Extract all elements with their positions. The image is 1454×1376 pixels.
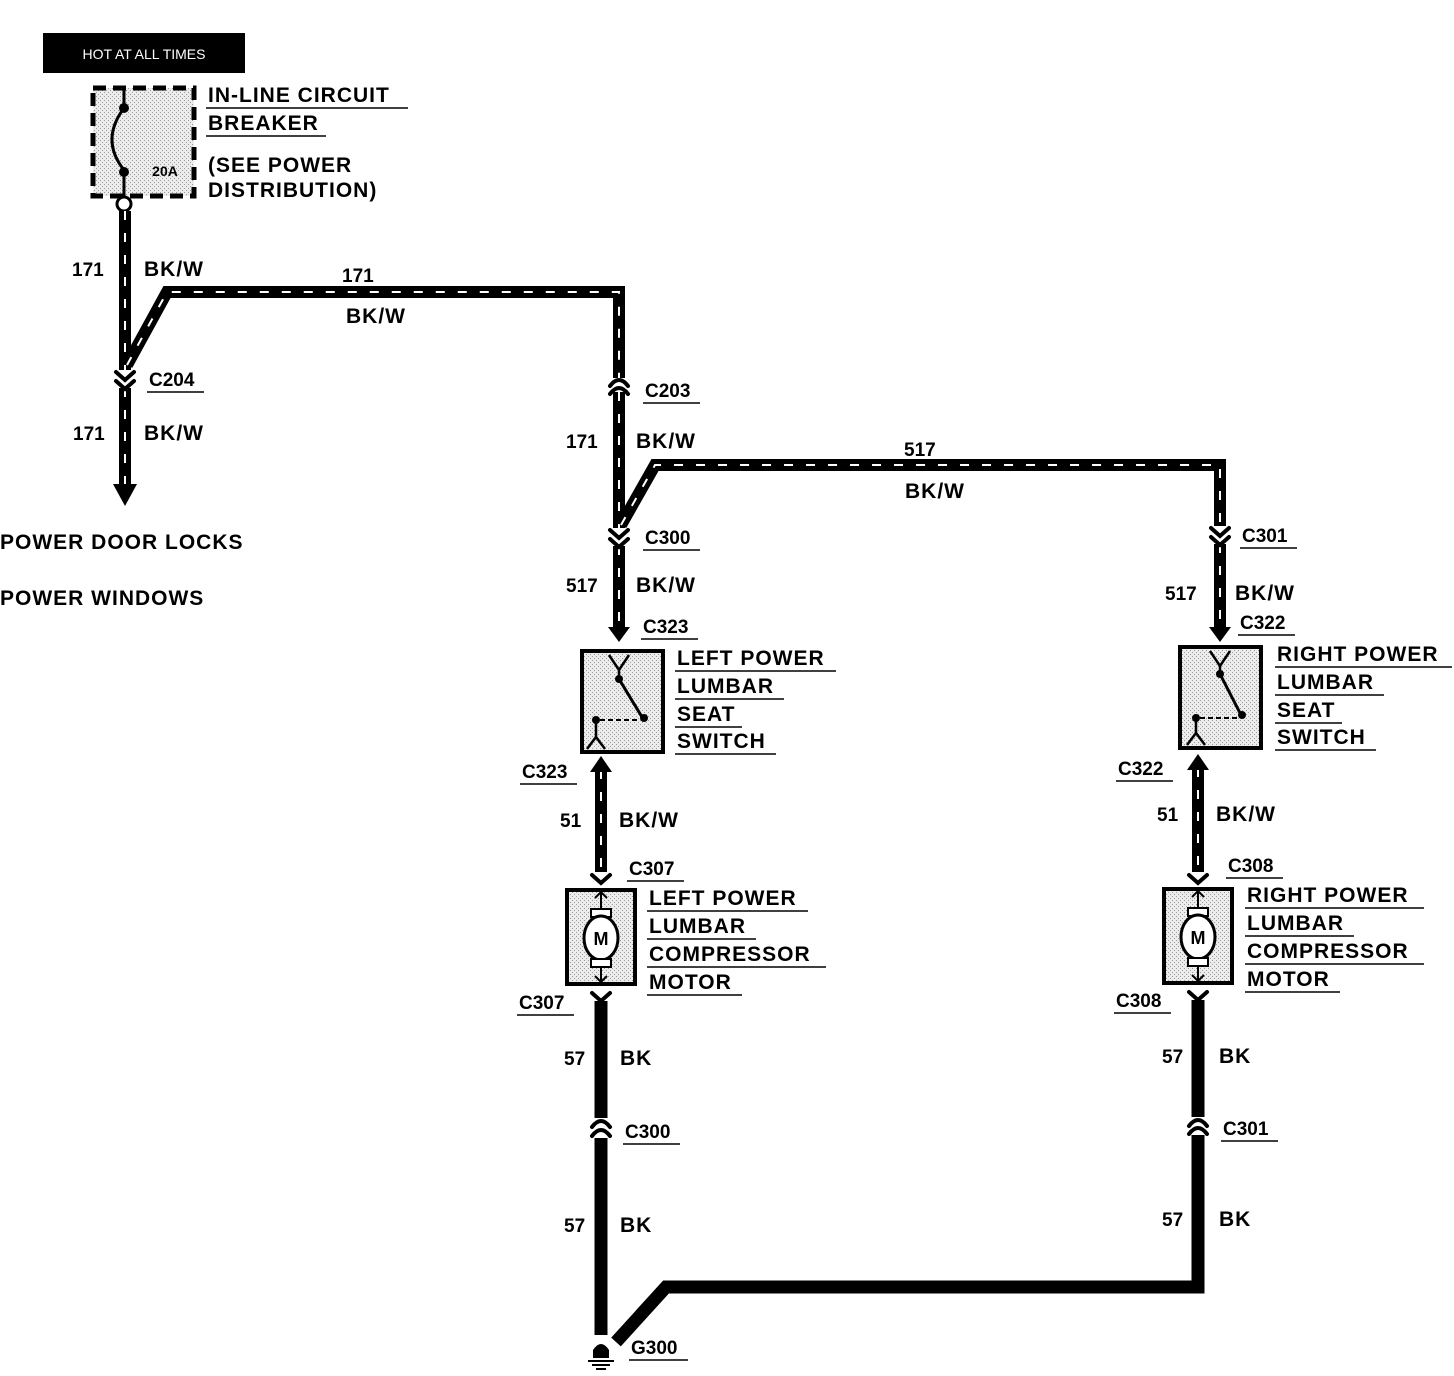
svg-text:171: 171	[73, 424, 105, 445]
svg-text:C204: C204	[149, 370, 195, 391]
right-lumbar-seat-switch	[1178, 645, 1263, 750]
motor-symbol-left: M	[594, 929, 609, 949]
svg-text:517: 517	[1165, 584, 1197, 605]
svg-text:HOT AT ALL TIMES: HOT AT ALL TIMES	[83, 46, 206, 62]
bkw-wires	[119, 211, 1226, 872]
wire-labels: 171 BK/W 171 BK/W 171 BK/W 171 BK/W 517 …	[72, 258, 1295, 1237]
svg-text:RIGHT POWER: RIGHT POWER	[1247, 884, 1409, 907]
svg-text:C307: C307	[519, 993, 564, 1014]
svg-text:SWITCH: SWITCH	[1277, 726, 1366, 749]
svg-text:BK: BK	[620, 1047, 652, 1070]
right-motor-label: RIGHT POWER LUMBAR COMPRESSOR MOTOR	[1245, 884, 1424, 993]
svg-text:C323: C323	[643, 617, 688, 638]
svg-text:BK/W: BK/W	[636, 574, 696, 597]
ground-symbol	[588, 1344, 614, 1370]
svg-text:BK/W: BK/W	[636, 430, 696, 453]
svg-text:57: 57	[1162, 1210, 1183, 1231]
svg-text:SEAT: SEAT	[677, 703, 735, 726]
connector-symbols	[114, 370, 1231, 1138]
svg-text:BK/W: BK/W	[619, 809, 679, 832]
svg-text:C301: C301	[1242, 526, 1288, 547]
svg-text:MOTOR: MOTOR	[1247, 968, 1330, 991]
svg-text:BK/W: BK/W	[144, 258, 204, 281]
svg-text:51: 51	[560, 811, 582, 832]
branch-circuits: POWER DOOR LOCKS POWER WINDOWS	[0, 531, 244, 610]
svg-text:51: 51	[1157, 805, 1179, 826]
svg-text:171: 171	[72, 260, 104, 281]
svg-text:G300: G300	[631, 1338, 677, 1359]
connector-labels: C204 C203 C300 C301 C323 C322 C323 C322 …	[147, 370, 1297, 1361]
right-compressor-motor: M	[1162, 887, 1234, 985]
right-switch-label: RIGHT POWER LUMBAR SEAT SWITCH	[1275, 643, 1452, 751]
svg-text:BK: BK	[620, 1214, 652, 1237]
left-lumbar-seat-switch	[580, 649, 665, 754]
svg-text:SEAT: SEAT	[1277, 699, 1335, 722]
hot-at-all-times-label: HOT AT ALL TIMES	[43, 33, 245, 73]
svg-text:C300: C300	[645, 528, 690, 549]
left-switch-label: LEFT POWER LUMBAR SEAT SWITCH	[675, 647, 836, 755]
svg-text:LEFT POWER: LEFT POWER	[649, 887, 797, 910]
svg-text:BREAKER: BREAKER	[208, 112, 319, 135]
left-motor-label: LEFT POWER LUMBAR COMPRESSOR MOTOR	[647, 887, 826, 996]
svg-text:(SEE POWER: (SEE POWER	[208, 154, 352, 177]
svg-text:57: 57	[1162, 1047, 1183, 1068]
svg-text:171: 171	[566, 432, 598, 453]
branch-power-door-locks: POWER DOOR LOCKS	[0, 531, 244, 554]
svg-text:517: 517	[566, 576, 598, 597]
svg-text:BK/W: BK/W	[905, 480, 965, 503]
svg-text:LEFT POWER: LEFT POWER	[677, 647, 825, 670]
svg-text:57: 57	[564, 1049, 585, 1070]
svg-text:C203: C203	[645, 381, 690, 402]
svg-text:BK/W: BK/W	[346, 305, 406, 328]
svg-text:RIGHT POWER: RIGHT POWER	[1277, 643, 1439, 666]
svg-text:LUMBAR: LUMBAR	[677, 675, 774, 698]
svg-text:SWITCH: SWITCH	[677, 730, 766, 753]
svg-text:C308: C308	[1228, 856, 1273, 877]
branch-power-windows: POWER WINDOWS	[0, 587, 204, 610]
svg-text:C307: C307	[629, 859, 674, 880]
svg-text:DISTRIBUTION): DISTRIBUTION)	[208, 179, 377, 202]
bk-ground-wires	[594, 1000, 1205, 1347]
svg-text:C300: C300	[625, 1122, 670, 1143]
svg-text:BK: BK	[1219, 1208, 1251, 1231]
svg-text:C308: C308	[1116, 991, 1161, 1012]
svg-text:BK/W: BK/W	[1235, 582, 1295, 605]
inline-circuit-breaker: 20A	[90, 85, 197, 213]
svg-text:517: 517	[904, 440, 936, 461]
wire-arrowheads	[113, 484, 1231, 772]
svg-text:C322: C322	[1118, 759, 1163, 780]
breaker-name-label: IN-LINE CIRCUIT BREAKER (SEE POWER DISTR…	[206, 84, 408, 202]
svg-text:COMPRESSOR: COMPRESSOR	[1247, 940, 1409, 963]
svg-text:C322: C322	[1240, 613, 1285, 634]
svg-text:LUMBAR: LUMBAR	[1247, 912, 1344, 935]
breaker-rating: 20A	[152, 163, 178, 179]
svg-text:C301: C301	[1223, 1119, 1269, 1140]
svg-text:C323: C323	[522, 762, 567, 783]
svg-text:LUMBAR: LUMBAR	[1277, 671, 1374, 694]
svg-text:BK/W: BK/W	[1216, 803, 1276, 826]
svg-text:BK/W: BK/W	[144, 422, 204, 445]
svg-text:BK: BK	[1219, 1045, 1251, 1068]
svg-text:LUMBAR: LUMBAR	[649, 915, 746, 938]
motor-symbol-right: M	[1191, 928, 1206, 948]
svg-text:MOTOR: MOTOR	[649, 971, 732, 994]
left-compressor-motor: M	[565, 888, 637, 986]
svg-text:COMPRESSOR: COMPRESSOR	[649, 943, 811, 966]
svg-text:IN-LINE CIRCUIT: IN-LINE CIRCUIT	[208, 84, 390, 107]
svg-text:57: 57	[564, 1216, 585, 1237]
svg-text:171: 171	[342, 266, 374, 287]
